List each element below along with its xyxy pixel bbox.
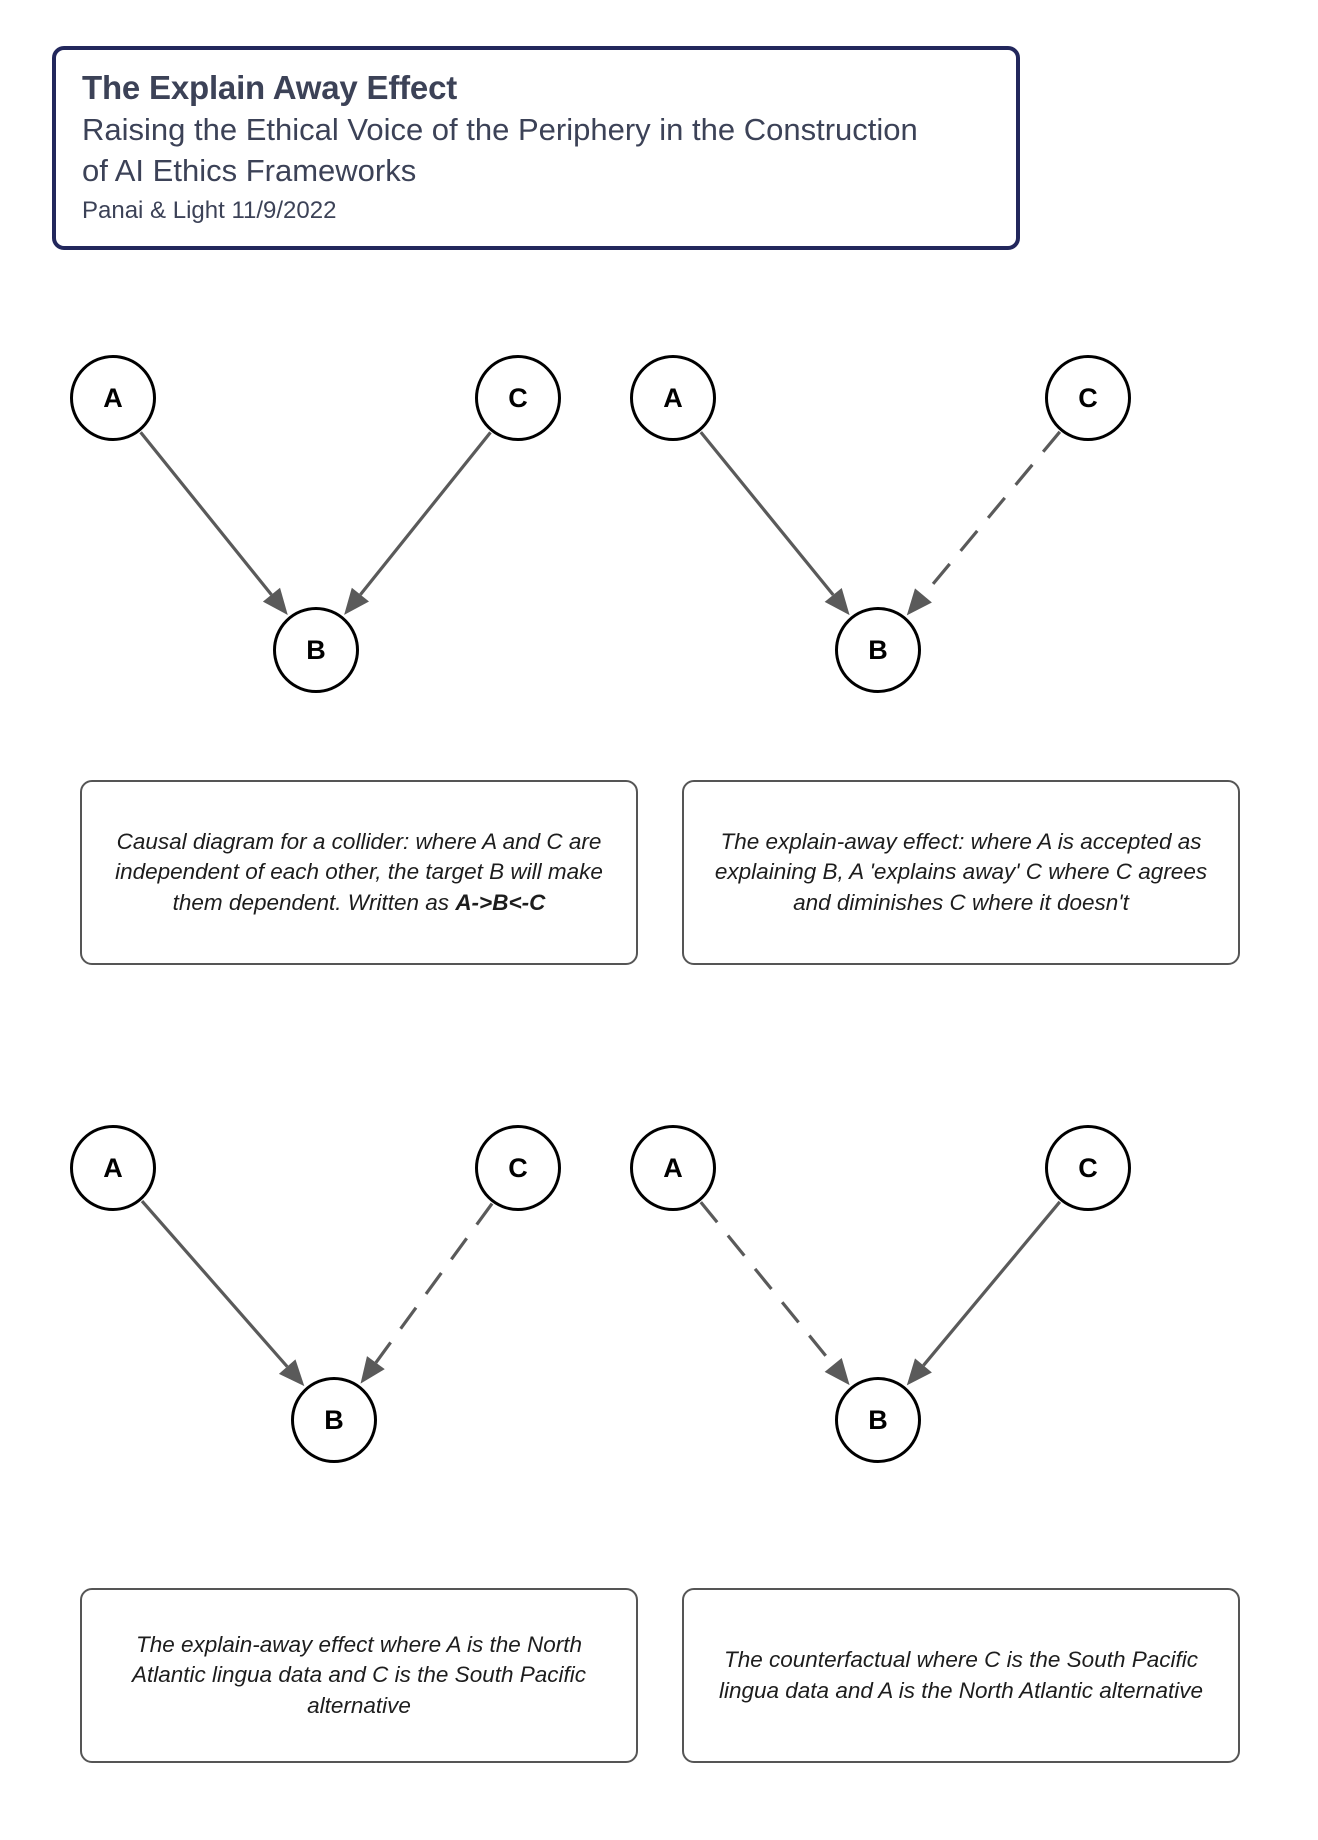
edge-layer [699, 430, 1062, 616]
caption-counterfactual: The counterfactual where C is the South … [682, 1588, 1240, 1763]
node-a[interactable]: A [630, 1125, 716, 1211]
caption-north-atlantic-primary: The explain-away effect where A is the N… [80, 1588, 638, 1763]
arrowhead-A-to-B [262, 587, 288, 615]
causal-diagram-explain-away: A C B [630, 350, 1218, 740]
node-label: C [508, 1152, 528, 1183]
caption-text: The counterfactual where C is the South … [702, 1606, 1220, 1745]
edge-A-to-B-solid [699, 431, 835, 596]
title-card: The Explain Away Effect Raising the Ethi… [52, 46, 1020, 251]
arrowhead-A-to-B [824, 587, 850, 616]
node-c[interactable]: C [475, 355, 561, 441]
node-label: B [868, 634, 888, 665]
node-label: B [324, 1404, 344, 1435]
node-c[interactable]: C [1045, 355, 1131, 441]
node-a[interactable]: A [70, 355, 156, 441]
caption-body: The explain-away effect where A is the N… [131, 1631, 587, 1718]
graph-canvas: A C B [58, 1120, 638, 1510]
caption-text: The explain-away effect: where A is acce… [702, 798, 1220, 947]
caption-text: Causal diagram for a collider: where A a… [100, 798, 618, 947]
page-byline: Panai & Light 11/9/2022 [82, 196, 337, 224]
node-c[interactable]: C [1045, 1125, 1131, 1211]
edge-C-to-B-dashed [922, 430, 1062, 597]
causal-diagram-counterfactual: A C B [630, 1120, 1218, 1510]
node-a[interactable]: A [630, 355, 716, 441]
caption-notation: A->B<-C [455, 889, 546, 915]
node-label: C [1078, 1152, 1098, 1183]
arrowhead-C-to-B [906, 588, 932, 616]
node-b[interactable]: B [835, 1377, 921, 1463]
edge-A-to-B-solid [139, 431, 273, 596]
page-subtitle: Raising the Ethical Voice of the Periphe… [82, 112, 918, 188]
node-label: A [103, 1152, 123, 1183]
arrowhead-C-to-B [360, 1356, 385, 1384]
node-label: A [663, 1152, 683, 1183]
edge-A-to-B-dashed [699, 1201, 835, 1366]
edge-layer [140, 1200, 494, 1387]
node-b[interactable]: B [291, 1377, 377, 1463]
node-label: C [1078, 382, 1098, 413]
node-b[interactable]: B [835, 607, 921, 693]
graph-canvas: A C B [58, 350, 638, 740]
caption-body: Causal diagram for a collider: where A a… [115, 828, 603, 915]
causal-diagram-collider: A C B [58, 350, 638, 740]
edge-layer [699, 1200, 1062, 1386]
edge-A-to-B-solid [140, 1200, 289, 1368]
graph-canvas: A C B [630, 1120, 1218, 1510]
caption-collider: Causal diagram for a collider: where A a… [80, 780, 638, 965]
arrowhead-A-to-B [824, 1357, 850, 1386]
arrowhead-C-to-B [906, 1358, 932, 1386]
node-c[interactable]: C [475, 1125, 561, 1211]
causal-diagram-north-atlantic-primary: A C B [58, 1120, 638, 1510]
caption-body: The explain-away effect: where A is acce… [714, 828, 1208, 915]
caption-body: The counterfactual where C is the South … [718, 1646, 1204, 1703]
edge-C-to-B-solid [359, 431, 492, 596]
edge-C-to-B-solid [922, 1200, 1062, 1367]
node-label: C [508, 382, 528, 413]
node-label: B [306, 634, 326, 665]
node-label: A [103, 382, 123, 413]
caption-text: The explain-away effect where A is the N… [100, 1606, 618, 1745]
edge-C-to-B-dashed [374, 1202, 494, 1364]
node-b[interactable]: B [273, 607, 359, 693]
graph-canvas: A C B [630, 350, 1218, 740]
arrowhead-C-to-B [344, 587, 369, 615]
caption-explain-away: The explain-away effect: where A is acce… [682, 780, 1240, 965]
node-label: B [868, 1404, 888, 1435]
page-title: The Explain Away Effect [82, 69, 458, 106]
arrowhead-A-to-B [278, 1359, 305, 1387]
node-a[interactable]: A [70, 1125, 156, 1211]
edge-layer [139, 431, 492, 615]
node-label: A [663, 382, 683, 413]
